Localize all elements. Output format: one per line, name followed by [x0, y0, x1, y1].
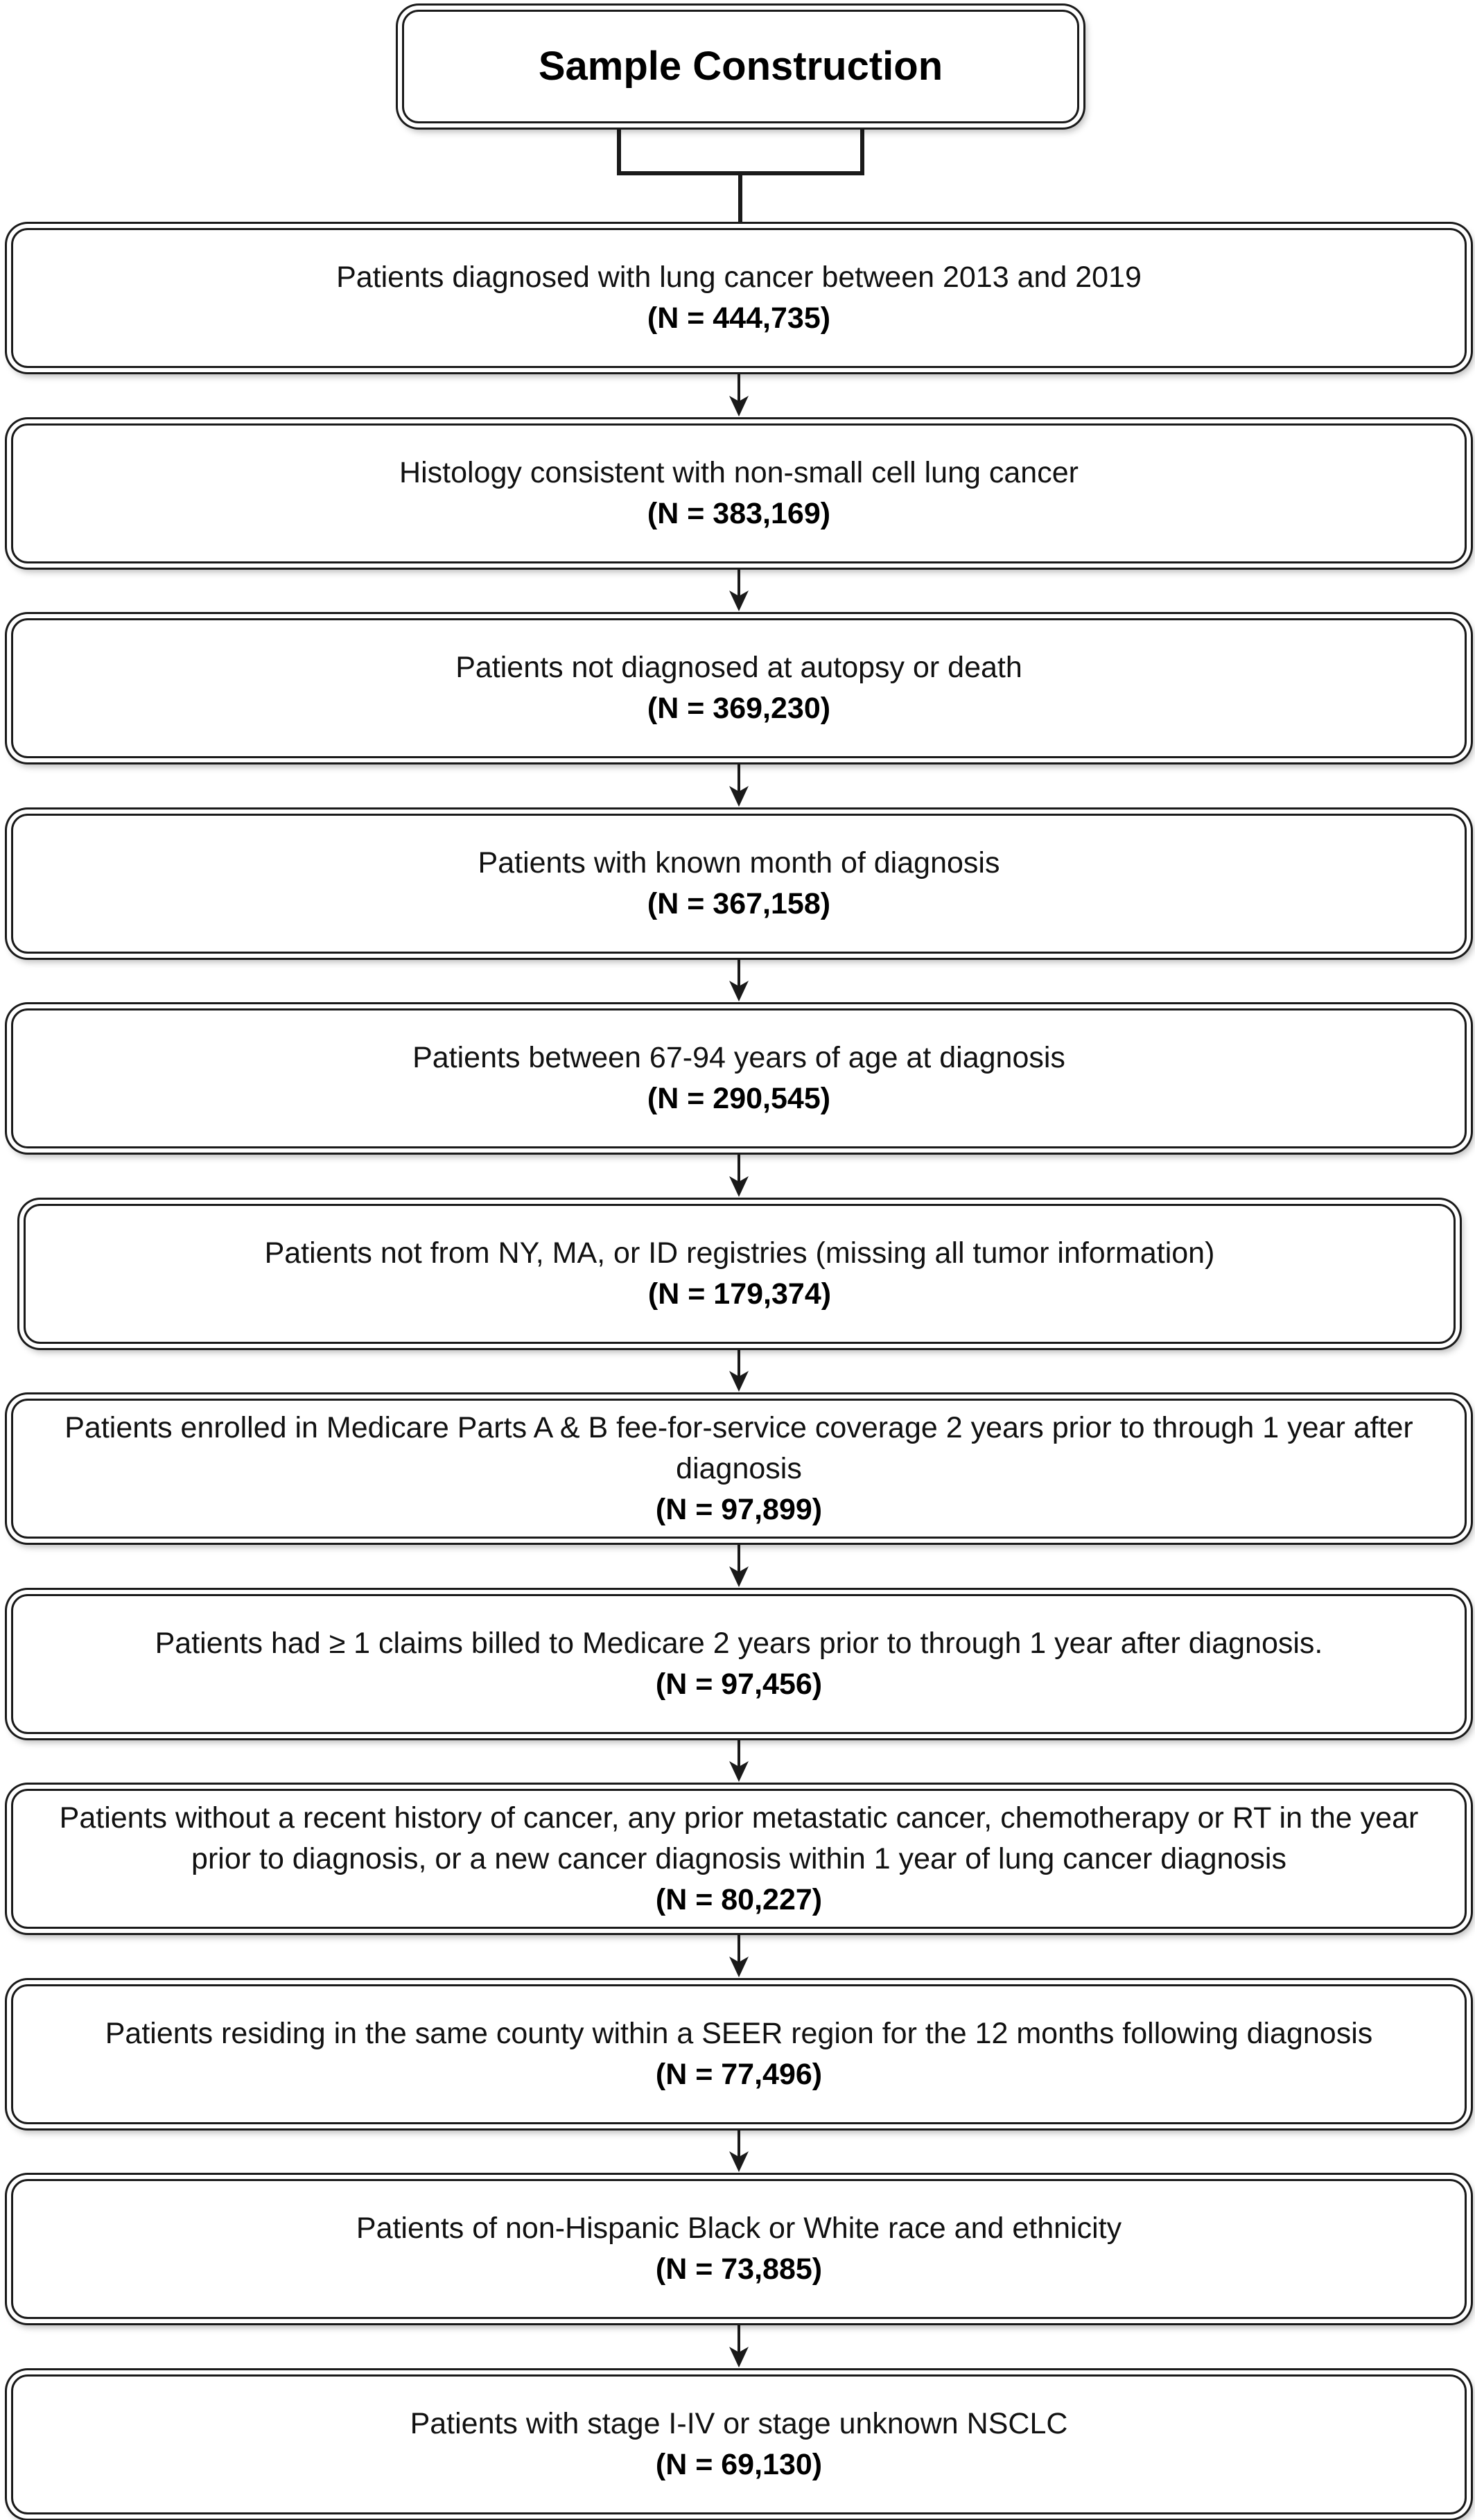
step-description: Patients not from NY, MA, or ID registri…	[264, 1236, 1215, 1270]
step-description: Patients with known month of diagnosis	[478, 846, 1000, 880]
step-description: Patients of non-Hispanic Black or White …	[356, 2212, 1122, 2245]
arrow-head-6	[729, 1371, 749, 1392]
step-box-10: Patients residing in the same county wit…	[11, 1984, 1467, 2124]
step-count: (N = 290,545)	[647, 1082, 831, 1115]
step-box-12: Patients with stage I-IV or stage unknow…	[11, 2374, 1467, 2514]
arrow-head-11	[729, 2347, 749, 2368]
step-box-4: Patients with known month of diagnosis (…	[11, 814, 1467, 954]
step-count: (N = 444,735)	[647, 301, 831, 335]
step-box-2: Histology consistent with non-small cell…	[11, 423, 1467, 563]
arrow-head-3	[729, 786, 749, 807]
step-description: Patients residing in the same county wit…	[105, 2017, 1373, 2050]
step-description: Patients enrolled in Medicare Parts A & …	[64, 1410, 1413, 1485]
step-box-1: Patients diagnosed with lung cancer betw…	[11, 228, 1467, 368]
step-description: Patients between 67-94 years of age at d…	[412, 1041, 1065, 1074]
step-count: (N = 97,456)	[655, 1668, 823, 1701]
title-bracket-connector	[617, 128, 864, 223]
step-box-3: Patients not diagnosed at autopsy or dea…	[11, 618, 1467, 758]
step-description: Patients without a recent history of can…	[59, 1801, 1419, 1875]
step-count: (N = 80,227)	[655, 1882, 823, 1916]
arrow-head-9	[729, 1957, 749, 1977]
arrow-head-10	[729, 2151, 749, 2172]
arrow-head-8	[729, 1761, 749, 1782]
step-description: Histology consistent with non-small cell…	[399, 456, 1079, 489]
diagram-title: Sample Construction	[538, 44, 943, 89]
step-count: (N = 73,885)	[655, 2252, 823, 2286]
arrow-head-2	[729, 590, 749, 611]
title-box: Sample Construction	[402, 10, 1079, 123]
step-box-9: Patients without a recent history of can…	[11, 1789, 1467, 1929]
step-box-7: Patients enrolled in Medicare Parts A & …	[11, 1399, 1467, 1539]
step-box-5: Patients between 67-94 years of age at d…	[11, 1008, 1467, 1148]
step-box-11: Patients of non-Hispanic Black or White …	[11, 2179, 1467, 2319]
step-count: (N = 77,496)	[655, 2058, 823, 2091]
step-count: (N = 369,230)	[647, 692, 831, 725]
arrow-head-4	[729, 981, 749, 1001]
step-box-6: Patients not from NY, MA, or ID registri…	[24, 1204, 1456, 1344]
step-description: Patients not diagnosed at autopsy or dea…	[455, 651, 1022, 684]
step-count: (N = 69,130)	[655, 2448, 823, 2481]
step-description: Patients with stage I-IV or stage unknow…	[410, 2407, 1068, 2440]
arrow-head-5	[729, 1176, 749, 1197]
step-box-8: Patients had ≥ 1 claims billed to Medica…	[11, 1594, 1467, 1734]
step-count: (N = 367,158)	[647, 887, 831, 920]
step-count: (N = 97,899)	[655, 1492, 823, 1526]
arrow-head-1	[729, 396, 749, 417]
arrow-head-7	[729, 1566, 749, 1587]
step-description: Patients had ≥ 1 claims billed to Medica…	[155, 1627, 1323, 1660]
step-description: Patients diagnosed with lung cancer betw…	[336, 261, 1142, 294]
step-count: (N = 179,374)	[647, 1277, 832, 1311]
step-count: (N = 383,169)	[647, 497, 831, 530]
